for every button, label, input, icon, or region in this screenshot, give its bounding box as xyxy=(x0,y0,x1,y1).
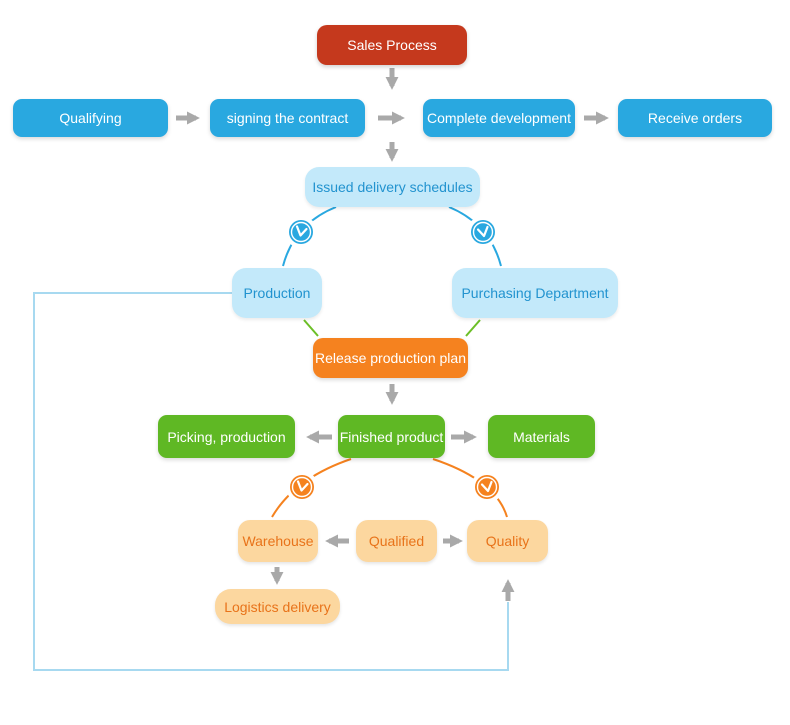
node-complete-development: Complete development xyxy=(423,99,575,137)
node-picking-production: Picking, production xyxy=(158,415,295,458)
line-production-to-release xyxy=(303,319,319,337)
node-materials: Materials xyxy=(488,415,595,458)
clock-icon xyxy=(285,216,317,248)
node-purchasing-department: Purchasing Department xyxy=(452,268,618,318)
node-warehouse: Warehouse xyxy=(238,520,318,562)
clock-icon xyxy=(467,216,499,248)
node-sales-process: Sales Process xyxy=(317,25,467,65)
line-purchasing-to-release xyxy=(465,319,481,337)
node-qualified: Qualified xyxy=(356,520,437,562)
node-issued-delivery-schedules: Issued delivery schedules xyxy=(305,167,480,207)
node-finished-product: Finished product xyxy=(338,415,445,458)
node-logistics-delivery: Logistics delivery xyxy=(215,589,340,624)
node-release-production-plan: Release production plan xyxy=(313,338,468,378)
feedback-line-production-to-quality xyxy=(33,292,509,671)
clock-icon xyxy=(471,471,503,503)
clock-icon xyxy=(286,471,318,503)
node-production: Production xyxy=(232,268,322,318)
node-quality: Quality xyxy=(467,520,548,562)
node-signing-the-contract: signing the contract xyxy=(210,99,365,137)
node-qualifying: Qualifying xyxy=(13,99,168,137)
node-receive-orders: Receive orders xyxy=(618,99,772,137)
